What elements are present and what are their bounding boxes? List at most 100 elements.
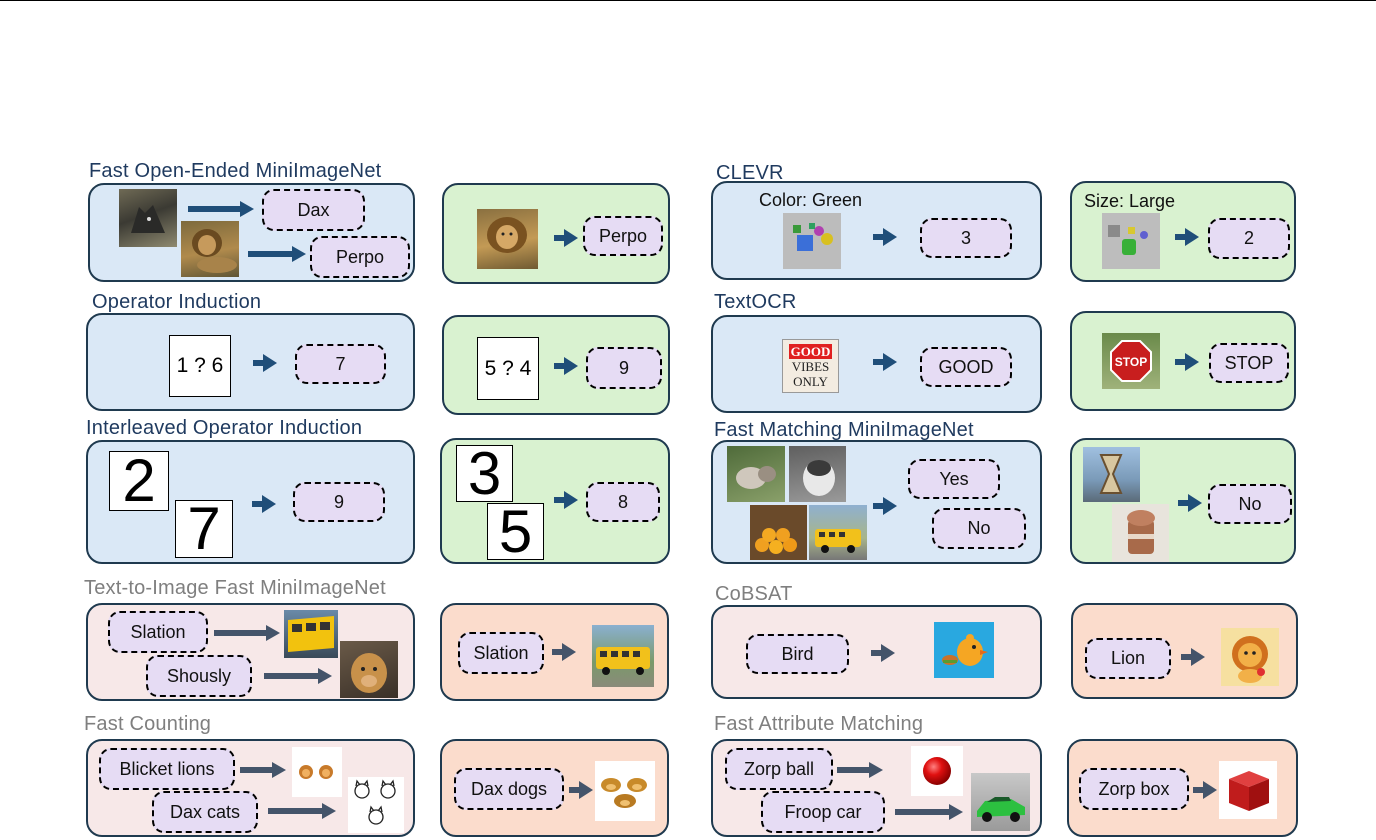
- dogs-count-image: [595, 761, 655, 821]
- context-label-token: Zorp ball: [725, 748, 833, 790]
- context-label-token: No: [932, 508, 1026, 549]
- title-clevr: CLEVR: [716, 162, 784, 184]
- digit-card: 2: [109, 451, 169, 511]
- context-label-token: Slation: [108, 611, 208, 653]
- arrow-icon: [837, 762, 883, 778]
- arrow-icon: [214, 625, 280, 641]
- title-interleaved-operator-induction: Interleaved Operator Induction: [86, 417, 363, 439]
- cobsat-query-panel: Lion: [1071, 603, 1298, 699]
- svg-text:STOP: STOP: [1115, 355, 1147, 369]
- arrow-icon: [1175, 353, 1199, 371]
- fast-attribute-context-panel: Zorp ball Froop car: [711, 739, 1042, 837]
- clevr-render: [783, 213, 841, 269]
- fast-matching-query-panel: No: [1070, 438, 1296, 564]
- arrow-icon: [871, 644, 895, 662]
- clevr-context-panel: Color: Green 3: [711, 181, 1042, 280]
- clevr-query-panel: Size: Large 2: [1070, 181, 1296, 282]
- text-image: GOOD VIBES ONLY: [782, 339, 839, 393]
- stop-sign-photo: STOP: [1102, 333, 1160, 389]
- operator-card: 1 ? 6: [169, 335, 231, 397]
- hourglass-photo: [1083, 447, 1140, 502]
- lions-count-image: [292, 747, 342, 797]
- digit-card: 5: [487, 502, 544, 562]
- lion-photo: [181, 221, 239, 277]
- operator-card: 5 ? 4: [477, 337, 539, 400]
- fast-counting-query-panel: Dax dogs: [440, 739, 669, 837]
- answer-token: 2: [1208, 218, 1290, 259]
- bird-cartoon: [934, 622, 994, 678]
- arrow-icon: [1193, 781, 1217, 799]
- wolf-photo: [119, 189, 177, 247]
- answer-token: 9: [586, 347, 662, 389]
- fast-open-ended-query-panel: Perpo: [442, 183, 670, 284]
- arrow-icon: [552, 643, 576, 661]
- title-text-to-image: Text-to-Image Fast MiniImageNet: [84, 577, 386, 599]
- title-fast-counting: Fast Counting: [84, 713, 212, 735]
- query-label-token: Dax dogs: [454, 768, 564, 810]
- arrow-icon: [248, 246, 306, 262]
- arrow-icon: [1178, 494, 1202, 512]
- cats-photo: [727, 446, 785, 502]
- title-fast-matching: Fast Matching MiniImageNet: [714, 419, 974, 441]
- answer-token: 8: [586, 482, 660, 522]
- arrow-icon: [873, 497, 897, 515]
- title-fast-open-ended: Fast Open-Ended MiniImageNet: [89, 160, 382, 182]
- answer-token: STOP: [1209, 343, 1289, 383]
- answer-token: 9: [293, 482, 385, 522]
- context-label-token: Shously: [146, 655, 252, 697]
- title-fast-attribute-matching: Fast Attribute Matching: [714, 713, 924, 735]
- arrow-icon: [554, 229, 578, 247]
- query-label-token: Lion: [1085, 638, 1171, 679]
- context-label-token: Yes: [908, 459, 1000, 499]
- green-car: [971, 773, 1030, 831]
- answer-token: GOOD: [920, 347, 1012, 387]
- context-label-token: Froop car: [761, 791, 885, 833]
- red-ball: [911, 746, 963, 796]
- context-label-token: Perpo: [310, 236, 410, 278]
- digit-card: 3: [456, 444, 513, 504]
- fast-matching-context-panel: Yes No: [711, 440, 1042, 564]
- context-label-token: Dax cats: [152, 791, 258, 833]
- arrow-icon: [554, 491, 578, 509]
- cats-count-image: [348, 777, 404, 833]
- arrow-icon: [895, 804, 963, 820]
- answer-token: 7: [295, 344, 386, 384]
- lion-cartoon: [1221, 628, 1279, 686]
- context-label-token: Dax: [262, 189, 365, 231]
- school-bus-photo: [592, 625, 654, 687]
- fast-open-ended-context-panel: Dax Perpo: [88, 183, 415, 282]
- operator-induction-query-panel: 5 ? 4 9: [442, 315, 670, 415]
- textocr-context-panel: GOOD VIBES ONLY GOOD: [711, 315, 1042, 413]
- title-cobsat: CoBSAT: [715, 583, 793, 605]
- arrow-icon: [1175, 228, 1199, 246]
- context-label-token: Bird: [746, 634, 849, 674]
- dessert-photo: [1112, 504, 1169, 562]
- text-to-image-context-panel: Slation Shously: [86, 603, 415, 701]
- arrow-icon: [240, 762, 286, 778]
- title-textocr: TextOCR: [714, 291, 797, 313]
- query-label-token: Zorp box: [1079, 768, 1189, 810]
- question-label: Size: Large: [1084, 191, 1176, 211]
- interleaved-query-panel: 3 5 8: [440, 438, 670, 564]
- title-operator-induction: Operator Induction: [92, 291, 262, 313]
- textocr-query-panel: STOP STOP: [1070, 311, 1296, 411]
- answer-token: Perpo: [583, 216, 663, 256]
- school-bus-photo: [809, 505, 867, 560]
- red-box: [1219, 761, 1277, 819]
- interleaved-context-panel: 2 7 9: [86, 440, 415, 564]
- arrow-icon: [873, 228, 897, 246]
- arrow-icon: [264, 668, 332, 684]
- fast-attribute-query-panel: Zorp box: [1067, 739, 1298, 837]
- cobsat-context-panel: Bird: [711, 605, 1042, 699]
- answer-token: No: [1208, 484, 1292, 524]
- arrow-icon: [268, 803, 336, 819]
- arrow-icon: [554, 357, 578, 375]
- answer-token: 3: [920, 218, 1012, 258]
- arrow-icon: [1181, 648, 1205, 666]
- question-label: Color: Green: [759, 190, 863, 210]
- query-label-token: Slation: [458, 632, 544, 674]
- school-bus-photo: [284, 610, 338, 658]
- arrow-icon: [188, 201, 254, 217]
- operator-induction-context-panel: 1 ? 6 7: [86, 313, 415, 411]
- arrow-icon: [253, 354, 277, 372]
